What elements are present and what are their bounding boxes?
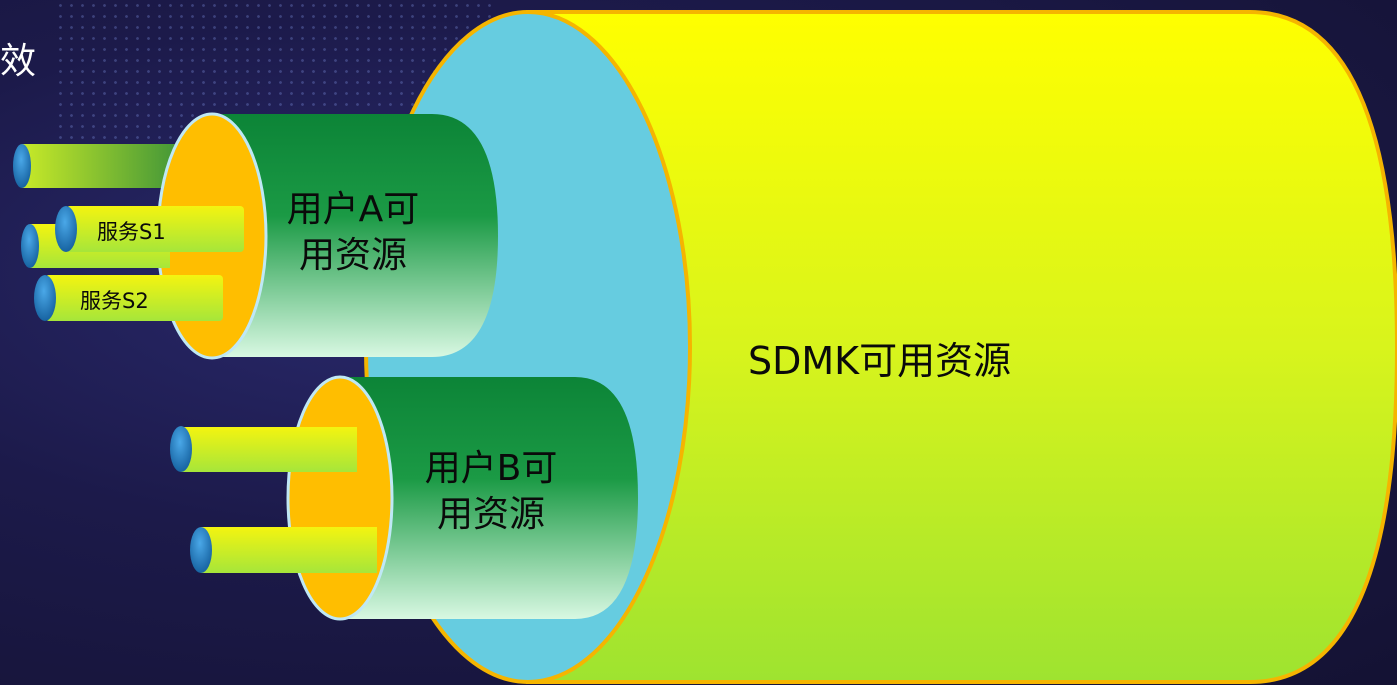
pipe-s2 xyxy=(34,275,223,321)
pipe-b1 xyxy=(170,426,357,472)
user-b-end-face xyxy=(286,375,394,621)
pipe-b2 xyxy=(190,527,377,573)
user-a-label-line1: 用户A可 xyxy=(286,189,420,230)
service-s1-label: 服务S1 xyxy=(97,220,166,244)
user-b-cylinder xyxy=(340,377,638,619)
user-b-label-line2: 用资源 xyxy=(436,494,545,535)
user-a-label: 用户A可 用资源 xyxy=(258,187,448,279)
cropped-title-char: 效 xyxy=(0,41,37,82)
pipe-s1 xyxy=(55,206,244,252)
user-a-label-line2: 用资源 xyxy=(298,235,407,276)
user-b-label: 用户B可 用资源 xyxy=(396,446,586,538)
service-s2-label: 服务S2 xyxy=(80,289,149,313)
user-a-cylinder xyxy=(212,114,498,357)
user-b-label-line1: 用户B可 xyxy=(424,448,558,489)
sdmk-label: SDMK可用资源 xyxy=(748,339,1012,383)
